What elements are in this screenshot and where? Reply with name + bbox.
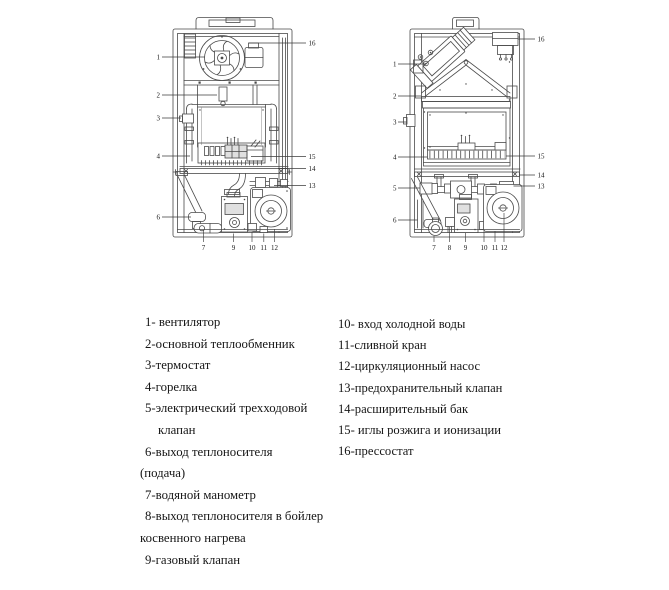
circulation-pump [250, 187, 291, 232]
manometer [193, 223, 223, 234]
callout-7: 7 [432, 244, 436, 252]
right-diagram-callouts: 1 2 3 4 5 6 16 15 14 13 7 8 9 10 11 12 [393, 35, 545, 252]
callout-15: 15 [309, 153, 317, 161]
gas-valve [454, 194, 479, 233]
legend-item-12: 12-циркуляционный насос [338, 359, 481, 374]
boiler-diagram-right: 1 2 3 4 5 6 16 15 14 13 7 8 9 10 11 12 [393, 17, 545, 252]
callout-9: 9 [232, 244, 236, 252]
legend-item-6-cont: (подача) [140, 466, 186, 481]
expansion-tank-band [414, 168, 521, 177]
callout-13: 13 [538, 182, 546, 190]
callout-13: 13 [309, 182, 317, 190]
pressure-switch [492, 32, 519, 61]
gas-valve [221, 192, 248, 233]
legend-item-9: 9-газовый клапан [145, 552, 241, 567]
fan-assembly [409, 26, 476, 89]
safety-valve [249, 177, 289, 188]
legend-item-13: 13-предохранительный клапан [338, 380, 503, 395]
callout-7: 7 [202, 244, 206, 252]
callout-6: 6 [393, 216, 397, 224]
legend-item-4: 4-горелка [145, 379, 198, 394]
legend-item-2: 2-основной теплообменник [145, 336, 295, 351]
boiler-diagram-left: 1 2 3 4 6 16 15 14 13 7 9 10 11 12 [157, 17, 317, 253]
legend-item-14: 14-расширительный бак [338, 401, 469, 416]
legend-item-1: 1- вентилятор [145, 315, 221, 329]
callout-16: 16 [309, 40, 317, 48]
callout-1: 1 [157, 53, 161, 61]
divider-panel [172, 166, 293, 175]
heat-exchanger-chamber [422, 101, 511, 167]
callout-3: 3 [157, 114, 161, 122]
legend-item-15: 15- иглы розжига и ионизации [338, 423, 501, 438]
callout-6: 6 [157, 213, 161, 221]
callout-4: 4 [393, 153, 397, 161]
left-diagram-callouts: 1 2 3 4 6 16 15 14 13 7 9 10 11 12 [157, 40, 317, 253]
right-diagram-callout-leaders [398, 38, 535, 242]
legend-item-10: 10- вход холодной воды [338, 317, 466, 331]
casing [172, 28, 293, 238]
legend-item-5-cont: клапан [158, 422, 196, 437]
callout-3: 3 [393, 118, 397, 126]
left-side-pipe [179, 103, 194, 164]
flue-collar [452, 17, 480, 30]
callout-10: 10 [481, 244, 489, 252]
callout-16: 16 [538, 35, 546, 43]
circulation-pump [414, 184, 523, 232]
mounting-plate [183, 80, 280, 105]
callout-9: 9 [464, 244, 468, 252]
manometer [428, 217, 443, 236]
drain-fittings [177, 223, 288, 233]
callout-2: 2 [393, 92, 397, 100]
legend-item-8: 8-выход теплоносителя в бойлер [145, 509, 324, 524]
callout-1: 1 [393, 60, 397, 68]
legend-item-8-cont: косвенного нагрева [140, 530, 246, 545]
burner [197, 136, 266, 166]
combustion-chamber [191, 104, 272, 148]
flue-collar [195, 17, 274, 30]
callout-2: 2 [157, 91, 161, 99]
left-diagram-callout-leaders [162, 42, 306, 242]
burner [423, 134, 511, 163]
callout-15: 15 [538, 152, 546, 160]
callout-8: 8 [448, 244, 452, 252]
legend-column-left: 1- вентилятор 2-основной теплообменник 3… [140, 312, 323, 571]
callout-5: 5 [393, 184, 397, 192]
supply-pipe [175, 171, 206, 229]
legend-item-5: 5-электрический трехходовой [145, 401, 308, 416]
dhw-boiler-outlet [445, 217, 455, 233]
callout-14: 14 [538, 171, 546, 179]
callout-4: 4 [157, 152, 161, 160]
legend-item-3: 3-термостат [145, 358, 211, 373]
legend-item-16: 16-прессостат [338, 444, 414, 459]
callout-14: 14 [309, 165, 317, 173]
callout-10: 10 [249, 244, 257, 252]
legend-item-11: 11-сливной кран [338, 338, 427, 353]
terminal-strip [184, 33, 196, 59]
callout-12: 12 [271, 244, 279, 252]
fan-motor [244, 42, 264, 68]
right-side-pipe [269, 103, 279, 164]
thermostat-fitting [403, 114, 416, 127]
legend-item-7: 7-водяной манометр [145, 487, 256, 502]
fan [199, 35, 245, 81]
legend-item-6: 6-выход теплоносителя [145, 444, 273, 459]
center-pipe [224, 173, 246, 197]
legend-column-right: 10- вход холодной воды 11-сливной кран 1… [333, 314, 502, 462]
callout-12: 12 [501, 244, 509, 252]
collector-hood [415, 58, 518, 102]
callout-11: 11 [492, 244, 499, 252]
callout-11: 11 [260, 244, 267, 252]
heat-exchanger-sensor [218, 86, 228, 107]
